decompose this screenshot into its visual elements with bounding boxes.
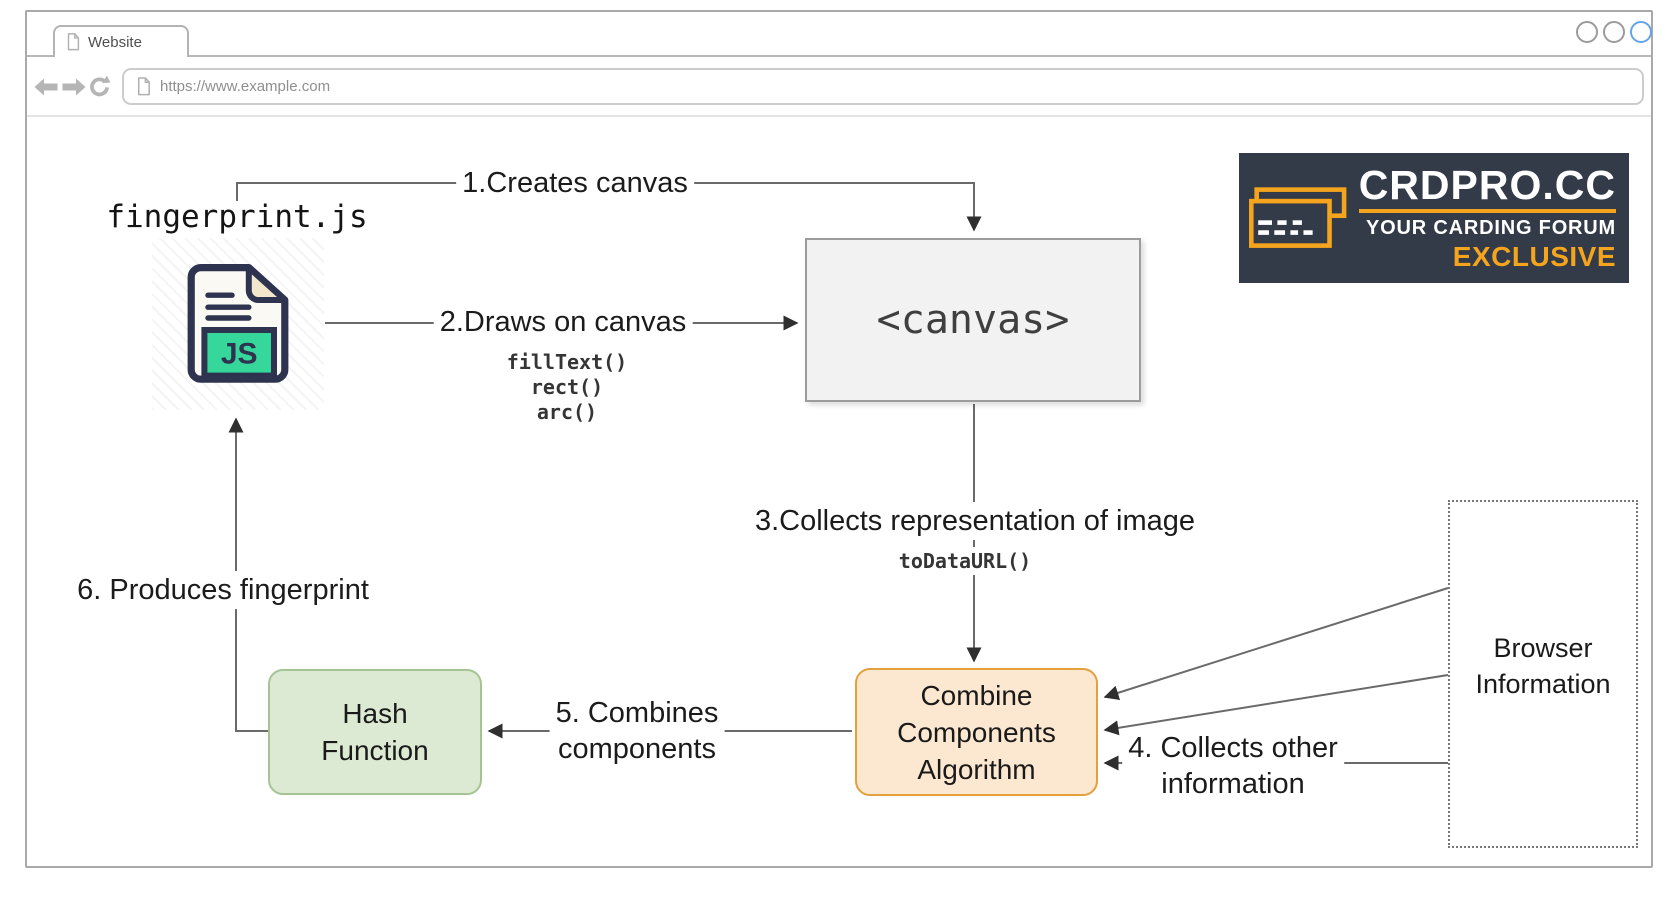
watermark-badge: EXCLUSIVE xyxy=(1452,240,1616,272)
tab-page-icon xyxy=(67,33,80,51)
window-controls xyxy=(1576,21,1652,43)
watermark-logo: CRDPRO.CC YOUR CARDING FORUM EXCLUSIVE xyxy=(1239,153,1629,283)
canvas-box: <canvas> xyxy=(805,238,1141,402)
watermark-tagline: YOUR CARDING FORUM xyxy=(1366,216,1616,239)
reload-button[interactable] xyxy=(88,75,111,98)
back-arrow-icon xyxy=(34,78,58,96)
browser-information-box: Browser Information xyxy=(1448,500,1638,848)
tabstrip-divider xyxy=(27,55,1651,57)
js-file-icon: JS xyxy=(187,264,289,383)
combine-box-line: Combine xyxy=(920,679,1033,711)
method-label: rect() xyxy=(530,375,604,399)
combine-components-box: Combine Components Algorithm xyxy=(855,668,1098,796)
url-bar[interactable] xyxy=(122,68,1644,105)
window-control-icon[interactable] xyxy=(1576,21,1598,43)
todataurl-label: toDataURL() xyxy=(892,547,1038,575)
method-label: fillText() xyxy=(506,350,628,374)
step2-label: 2.Draws on canvas xyxy=(433,303,693,341)
js-file-icon-background: JS xyxy=(152,238,324,410)
hash-function-box: Hash Function xyxy=(268,669,482,795)
step5-label: 5. Combines components xyxy=(549,694,725,768)
browser-tab[interactable]: Website xyxy=(53,25,189,57)
canvas-box-label: <canvas> xyxy=(876,297,1070,343)
forward-arrow-icon xyxy=(62,78,86,96)
js-badge-text: JS xyxy=(221,338,258,371)
method-label: arc() xyxy=(536,400,598,424)
step5-line: components xyxy=(558,733,716,765)
back-button[interactable] xyxy=(33,77,59,97)
tab-title: Website xyxy=(88,33,142,51)
combine-box-line: Algorithm xyxy=(917,753,1036,785)
step4-line: information xyxy=(1161,768,1305,800)
step4-line: 4. Collects other xyxy=(1128,732,1338,764)
step4-label: 4. Collects other information xyxy=(1122,729,1344,803)
step5-line: 5. Combines xyxy=(555,697,719,729)
forward-button[interactable] xyxy=(61,77,87,97)
url-input[interactable] xyxy=(160,78,1630,95)
toolbar-divider xyxy=(27,115,1651,117)
watermark-text: CRDPRO.CC YOUR CARDING FORUM EXCLUSIVE xyxy=(1358,161,1616,273)
step6-label: 6. Produces fingerprint xyxy=(71,571,375,609)
combine-box-line: Components xyxy=(897,716,1056,748)
credit-card-icon xyxy=(1249,187,1347,248)
browser-info-line: Browser xyxy=(1493,633,1593,663)
watermark-underline xyxy=(1358,208,1616,213)
url-page-icon xyxy=(137,77,150,96)
step1-label: 1.Creates canvas xyxy=(456,164,694,202)
watermark-brand: CRDPRO.CC xyxy=(1358,161,1616,208)
hash-box-line: Function xyxy=(321,735,429,766)
canvas-methods-list: fillText() rect() arc() xyxy=(507,350,627,425)
window-control-icon[interactable] xyxy=(1603,21,1625,43)
browser-info-line: Information xyxy=(1475,669,1611,699)
fingerprintjs-label: fingerprint.js xyxy=(106,199,368,235)
reload-icon xyxy=(90,75,111,97)
window-control-active-icon[interactable] xyxy=(1630,21,1652,43)
step3-label: 3.Collects representation of image xyxy=(748,502,1202,540)
hash-box-line: Hash xyxy=(342,698,408,729)
